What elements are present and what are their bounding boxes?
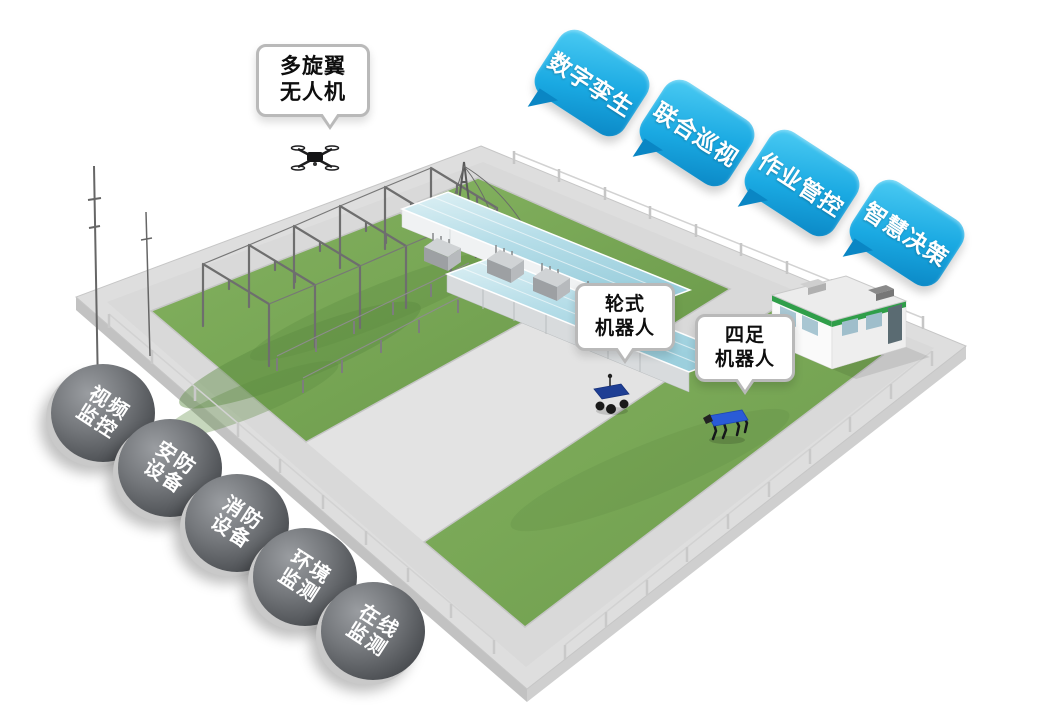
device-disk-text: 在线 监测	[342, 600, 404, 662]
wheeled-robot-callout: 轮式 机器人	[575, 283, 675, 363]
quadruped-robot-figure	[703, 409, 749, 444]
device-disk-text: 安防 设备	[139, 437, 201, 499]
perimeter-fence	[107, 151, 934, 660]
insulator-row	[276, 265, 470, 371]
drone-callout-line1: 多旋翼	[280, 55, 346, 78]
quadruped-robot-callout-line2: 机器人	[714, 348, 775, 370]
doorway	[888, 304, 902, 344]
lightning-mast	[140, 211, 153, 357]
insulator-row	[302, 280, 498, 393]
drone-figure	[290, 145, 340, 171]
drone-callout: 多旋翼 无人机	[256, 44, 370, 129]
lightning-mast	[87, 165, 102, 391]
quadruped-robot-callout-line1: 四足	[724, 325, 765, 346]
device-disk-text: 消防 设备	[206, 492, 268, 554]
wheeled-robot-callout-line2: 机器人	[594, 317, 655, 339]
device-disk-online-monitoring: 在线 监测	[321, 582, 425, 680]
wheeled-robot-figure	[593, 373, 630, 415]
busbar	[276, 262, 470, 357]
device-disk-text: 视频 监控	[72, 382, 134, 444]
drone-callout-line2: 无人机	[280, 81, 346, 105]
quadruped-robot-callout: 四足 机器人	[695, 314, 795, 394]
east-lawn	[422, 307, 885, 628]
device-disk-text: 环境 监测	[274, 546, 336, 608]
overhead-wire	[202, 167, 432, 265]
wheeled-robot-callout-line1: 轮式	[604, 294, 645, 315]
